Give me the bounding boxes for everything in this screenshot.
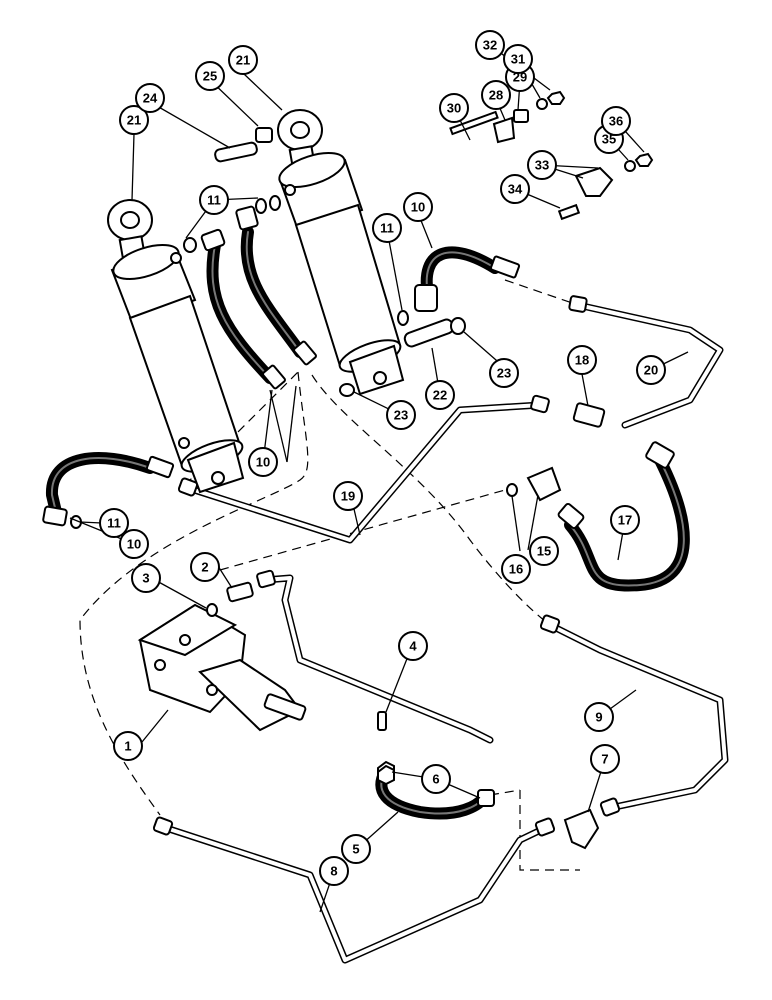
callout-36: 36 [601, 106, 631, 136]
svg-text:7: 7 [601, 752, 608, 767]
callout-18: 18 [567, 345, 597, 375]
svg-text:19: 19 [341, 489, 355, 504]
svg-text:5: 5 [352, 842, 359, 857]
metal-tubes [159, 301, 729, 964]
callout-10: 10 [119, 529, 149, 559]
svg-text:22: 22 [433, 388, 447, 403]
svg-text:1: 1 [124, 739, 131, 754]
callout-6: 6 [421, 764, 451, 794]
callout-11: 11 [99, 508, 129, 538]
svg-text:6: 6 [432, 772, 439, 787]
svg-text:2: 2 [201, 560, 208, 575]
callout-21: 21 [119, 105, 149, 135]
callout-19: 19 [333, 481, 363, 511]
svg-text:3: 3 [142, 571, 149, 586]
svg-text:28: 28 [489, 88, 503, 103]
svg-text:11: 11 [380, 221, 394, 236]
callout-23: 23 [386, 400, 416, 430]
control-valve [137, 603, 307, 732]
svg-text:24: 24 [143, 91, 158, 106]
svg-text:23: 23 [394, 408, 408, 423]
callout-32: 32 [475, 30, 505, 60]
svg-text:18: 18 [575, 353, 589, 368]
callout-10: 10 [403, 192, 433, 222]
callout-3: 3 [131, 563, 161, 593]
hydraulic-cylinder-right [277, 109, 405, 396]
callout-31: 31 [503, 44, 533, 74]
hose-fittings [42, 205, 675, 807]
svg-text:20: 20 [644, 363, 658, 378]
callout-20: 20 [636, 355, 666, 385]
callout-22: 22 [425, 380, 455, 410]
hoses [46, 226, 690, 820]
svg-text:32: 32 [483, 38, 497, 53]
hydraulic-cylinder-left [107, 199, 245, 494]
svg-text:33: 33 [535, 158, 549, 173]
svg-text:36: 36 [609, 114, 623, 129]
svg-text:8: 8 [330, 864, 337, 879]
small-parts [70, 90, 654, 850]
callout-21: 21 [228, 45, 258, 75]
svg-text:34: 34 [508, 182, 523, 197]
svg-text:10: 10 [256, 455, 270, 470]
callout-17: 17 [610, 505, 640, 535]
svg-text:10: 10 [411, 200, 425, 215]
callout-2: 2 [190, 552, 220, 582]
callout-11: 11 [199, 185, 229, 215]
svg-text:21: 21 [236, 53, 250, 68]
callout-30: 30 [439, 93, 469, 123]
svg-text:11: 11 [107, 516, 121, 531]
svg-text:23: 23 [497, 366, 511, 381]
callout-25: 25 [195, 61, 225, 91]
callout-9: 9 [584, 702, 614, 732]
svg-text:16: 16 [509, 562, 523, 577]
callout-15: 15 [529, 536, 559, 566]
svg-text:15: 15 [537, 544, 551, 559]
callout-4: 4 [398, 631, 428, 661]
callout-10: 10 [248, 447, 278, 477]
callout-28: 28 [481, 80, 511, 110]
svg-text:25: 25 [203, 69, 217, 84]
callout-23: 23 [489, 358, 519, 388]
callout-16: 16 [501, 554, 531, 584]
svg-text:4: 4 [409, 639, 417, 654]
callout-7: 7 [590, 744, 620, 774]
callout-1: 1 [113, 731, 143, 761]
svg-text:30: 30 [447, 101, 461, 116]
svg-text:21: 21 [127, 113, 141, 128]
svg-text:31: 31 [511, 52, 525, 67]
callouts: 1 2 3 4 5 6 7 8 9 10 10 10 11 11 11 15 1… [99, 30, 666, 886]
svg-text:11: 11 [207, 193, 221, 208]
callout-8: 8 [319, 856, 349, 886]
svg-text:10: 10 [127, 537, 141, 552]
callout-24: 24 [135, 83, 165, 113]
tube-fittings [152, 295, 621, 837]
svg-text:9: 9 [595, 710, 602, 725]
svg-text:17: 17 [618, 513, 632, 528]
callout-33: 33 [527, 150, 557, 180]
leader-lines [69, 44, 689, 913]
callout-5: 5 [341, 834, 371, 864]
callout-34: 34 [500, 174, 530, 204]
callout-11: 11 [372, 213, 402, 243]
